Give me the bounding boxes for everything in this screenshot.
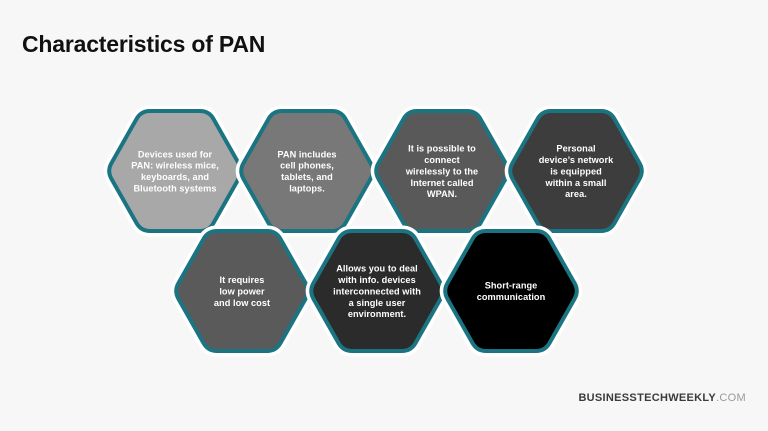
hex-short-range-communication[interactable] (439, 225, 583, 357)
hex-short-range-communication-shape[interactable] (443, 229, 579, 353)
brand-tld: .COM (716, 392, 746, 404)
brand-name: BUSINESSTECHWEEKLY (578, 392, 717, 404)
hex-wireless-internet-wpan[interactable] (370, 105, 514, 237)
hex-pan-includes-shape[interactable] (239, 109, 375, 233)
page-title: Characteristics of PAN (22, 31, 266, 57)
hex-wireless-internet-wpan-shape[interactable] (374, 109, 510, 233)
hex-single-user-environment[interactable] (305, 225, 449, 357)
hex-devices-used-for-pan-shape[interactable] (107, 109, 243, 233)
hex-devices-used-for-pan[interactable] (103, 105, 247, 237)
hex-personal-device-network[interactable] (504, 105, 648, 237)
hex-low-power-low-cost-shape[interactable] (174, 229, 310, 353)
hex-single-user-environment-shape[interactable] (309, 229, 445, 353)
hex-personal-device-network-shape[interactable] (508, 109, 644, 233)
hex-pan-includes[interactable] (235, 105, 379, 237)
hex-low-power-low-cost[interactable] (170, 225, 314, 357)
footer-branding: BUSINESSTECHWEEKLY.COM (578, 392, 746, 404)
